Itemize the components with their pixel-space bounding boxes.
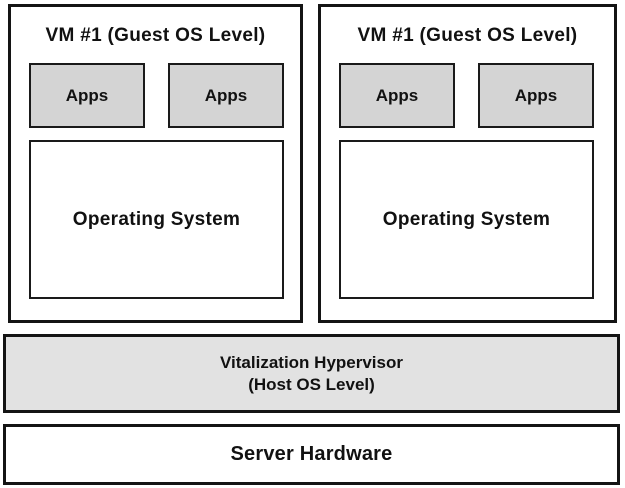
vm2-title: VM #1 (Guest OS Level) xyxy=(357,25,578,46)
vm-box-2: VM #1 (Guest OS Level) Apps Apps Operati… xyxy=(318,4,617,323)
vm1-apps-box-1: Apps xyxy=(29,63,145,128)
hypervisor-band: Vitalization Hypervisor (Host OS Level) xyxy=(3,334,620,413)
hypervisor-label-line2: (Host OS Level) xyxy=(248,374,375,394)
vm2-apps-label-2: Apps xyxy=(514,85,558,105)
vm1-apps-box-2: Apps xyxy=(168,63,284,128)
vm2-os-label: Operating System xyxy=(382,208,551,230)
vm2-os-box: Operating System xyxy=(339,140,594,299)
hypervisor-label-line1: Vitalization Hypervisor xyxy=(220,352,403,372)
vm2-apps-label-1: Apps xyxy=(375,85,419,105)
vm-box-1: VM #1 (Guest OS Level) Apps Apps Operati… xyxy=(8,4,303,323)
vm1-title: VM #1 (Guest OS Level) xyxy=(45,25,266,46)
vm1-os-box: Operating System xyxy=(29,140,284,299)
vm1-os-label: Operating System xyxy=(72,208,241,230)
vm1-apps-label-1: Apps xyxy=(65,85,109,105)
vm1-apps-label-2: Apps xyxy=(204,85,248,105)
vm2-apps-box-1: Apps xyxy=(339,63,455,128)
server-hardware-label: Server Hardware xyxy=(230,443,393,465)
server-hardware-band: Server Hardware xyxy=(3,424,620,485)
vm2-apps-box-2: Apps xyxy=(478,63,594,128)
